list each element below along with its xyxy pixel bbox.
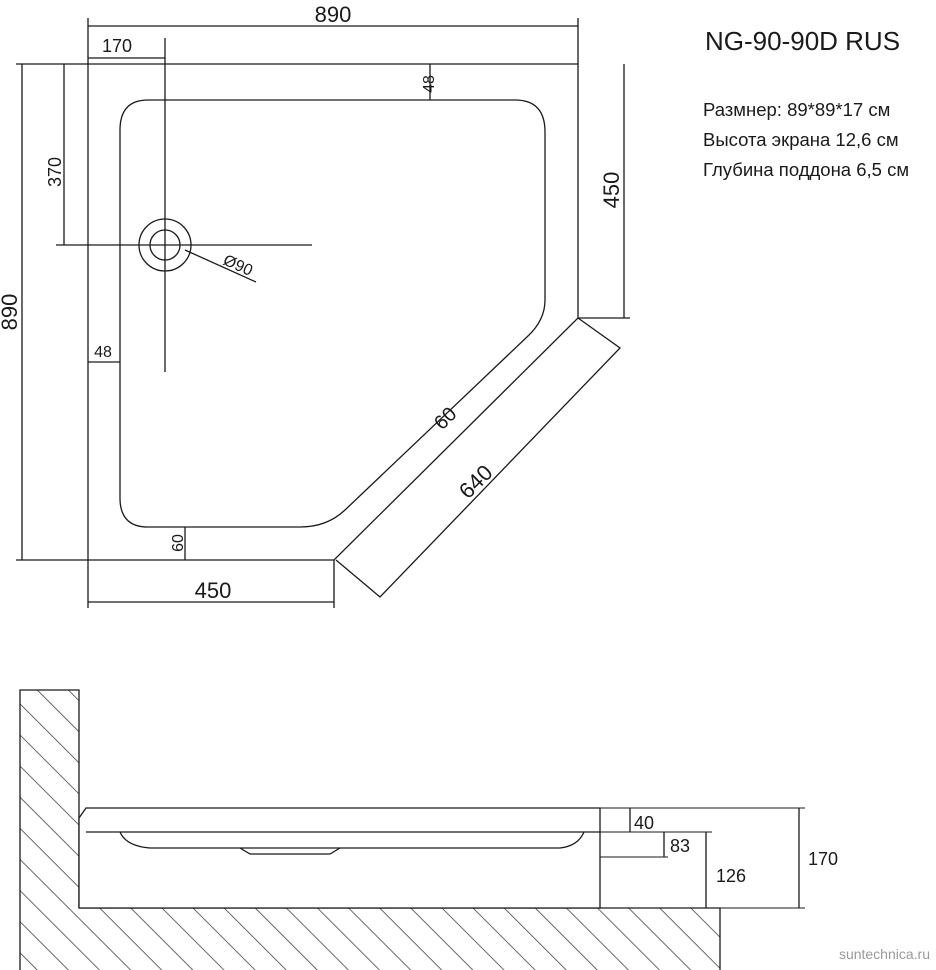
- drain-offset-x-label: 170: [102, 36, 132, 56]
- tray-outline: [87, 63, 579, 561]
- diagonal-label: 640: [454, 460, 498, 504]
- drain-outer-circle: [138, 218, 192, 272]
- spec-tray-depth: Глубина поддона 6,5 см: [703, 159, 910, 180]
- rim-height-label: 40: [634, 813, 654, 833]
- drain-offset-y-label: 370: [45, 157, 65, 187]
- specs-block: Размнер: 89*89*17 см Высота экрана 12,6 …: [703, 95, 909, 185]
- rim-bottom-label: 60: [170, 534, 187, 552]
- diagonal-face: [335, 317, 621, 598]
- total-height-label: 170: [808, 849, 838, 869]
- tray-profile: [78, 807, 601, 909]
- section-view: [19, 689, 805, 970]
- spec-size: Размнер: 89*89*17 см: [703, 99, 891, 120]
- drain-diameter-label: Ø90: [221, 252, 256, 280]
- floor-hatch: [79, 908, 720, 970]
- inner-depth-label: 83: [670, 836, 690, 856]
- wall-hatch: [20, 690, 79, 970]
- plan-labels: 890 170 890 370 48 48 60 Ø90 450 60 640 …: [0, 2, 624, 603]
- watermark: suntechnica.ru: [838, 946, 930, 962]
- width-top-label: 890: [315, 2, 352, 27]
- height-left-label: 890: [0, 294, 22, 331]
- basin-outline: [119, 99, 546, 528]
- plan-view: [16, 18, 630, 608]
- side-right-label: 450: [599, 172, 624, 209]
- model-name: NG-90-90D RUS: [705, 26, 901, 56]
- rim-top-label: 48: [421, 75, 438, 93]
- drain-inner-circle: [149, 229, 181, 261]
- screen-height-label: 126: [716, 866, 746, 886]
- rim-left-label: 48: [94, 344, 112, 361]
- spec-screen-height: Высота экрана 12,6 см: [703, 129, 899, 150]
- side-bottom-label: 450: [195, 578, 232, 603]
- rim-diagonal-label: 60: [430, 403, 461, 434]
- section-labels: 40 83 126 170: [634, 813, 838, 886]
